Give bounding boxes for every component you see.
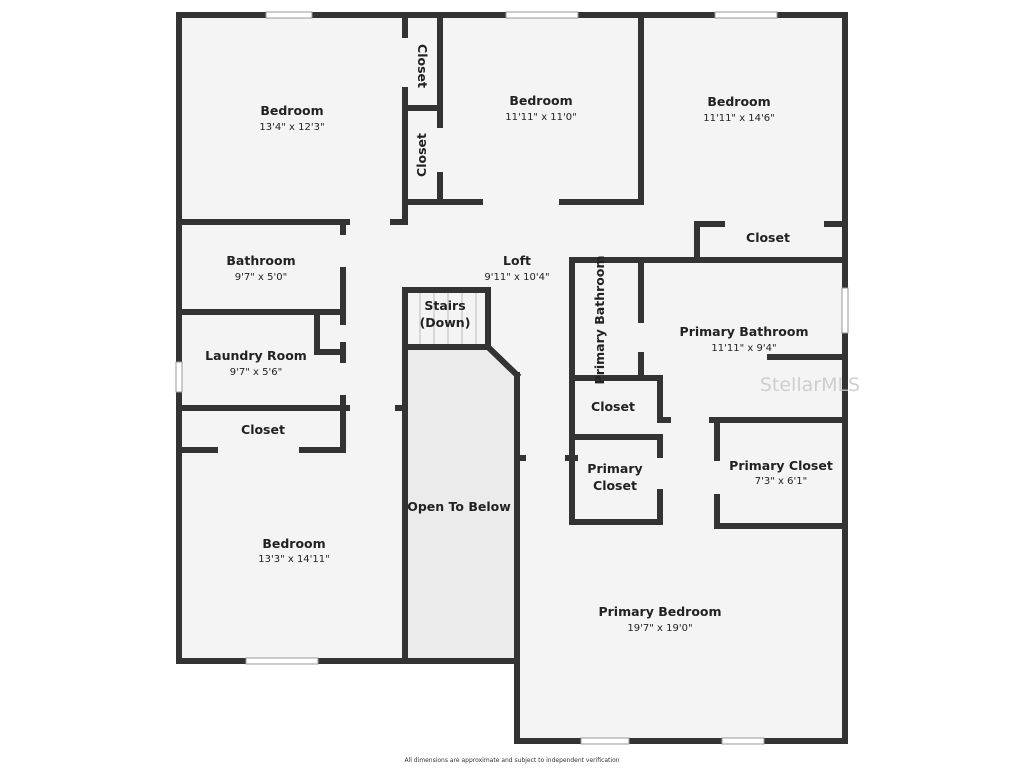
open-to-below-area [405,347,517,661]
watermark: StellarMLS [760,374,860,396]
room-dims: 11'11" x 14'6" [703,113,775,124]
room-name: Closet [591,399,635,414]
room-name: Bedroom [262,536,325,551]
room-name: Closet [746,230,790,245]
room-labels: Bedroom 13'4" x 12'3" Closet Closet Bedr… [205,44,833,634]
room-dims: 11'11" x 9'4" [711,343,776,354]
room-name: Laundry Room [205,348,307,363]
room-name: Primary Bathroom [680,324,809,339]
room-name: Open To Below [407,499,511,514]
room-name: Bedroom [260,103,323,118]
footer-disclaimer: All dimensions are approximate and subje… [404,757,620,764]
room-name: Closet [241,422,285,437]
walls [176,12,848,744]
room-name: Loft [503,253,531,268]
room-name: Bathroom [226,253,295,268]
room-dims: 13'3" x 14'11" [258,554,330,565]
room-name: (Down) [420,315,471,330]
room-dims: 9'11" x 10'4" [484,272,549,283]
room-name: Primary Bedroom [598,604,721,619]
room-name: Primary [587,461,642,476]
room-dims: 9'7" x 5'6" [230,367,282,378]
room-name: Bedroom [509,93,572,108]
stair-treads [419,292,477,345]
room-dims: 13'4" x 12'3" [259,122,324,133]
room-name: Stairs [424,298,465,313]
room-dims: 9'7" x 5'0" [235,272,287,283]
room-name: Closet [415,44,430,88]
room-name: Primary Closet [729,458,833,473]
room-name: Closet [414,133,429,177]
room-dims: 19'7" x 19'0" [627,623,692,634]
windows [175,11,849,745]
room-dims: 11'11" x 11'0" [505,112,577,123]
room-name: Primary Bathroom [592,256,607,385]
room-name: Closet [593,478,637,493]
room-name: Bedroom [707,94,770,109]
room-dims: 7'3" x 6'1" [755,476,807,487]
